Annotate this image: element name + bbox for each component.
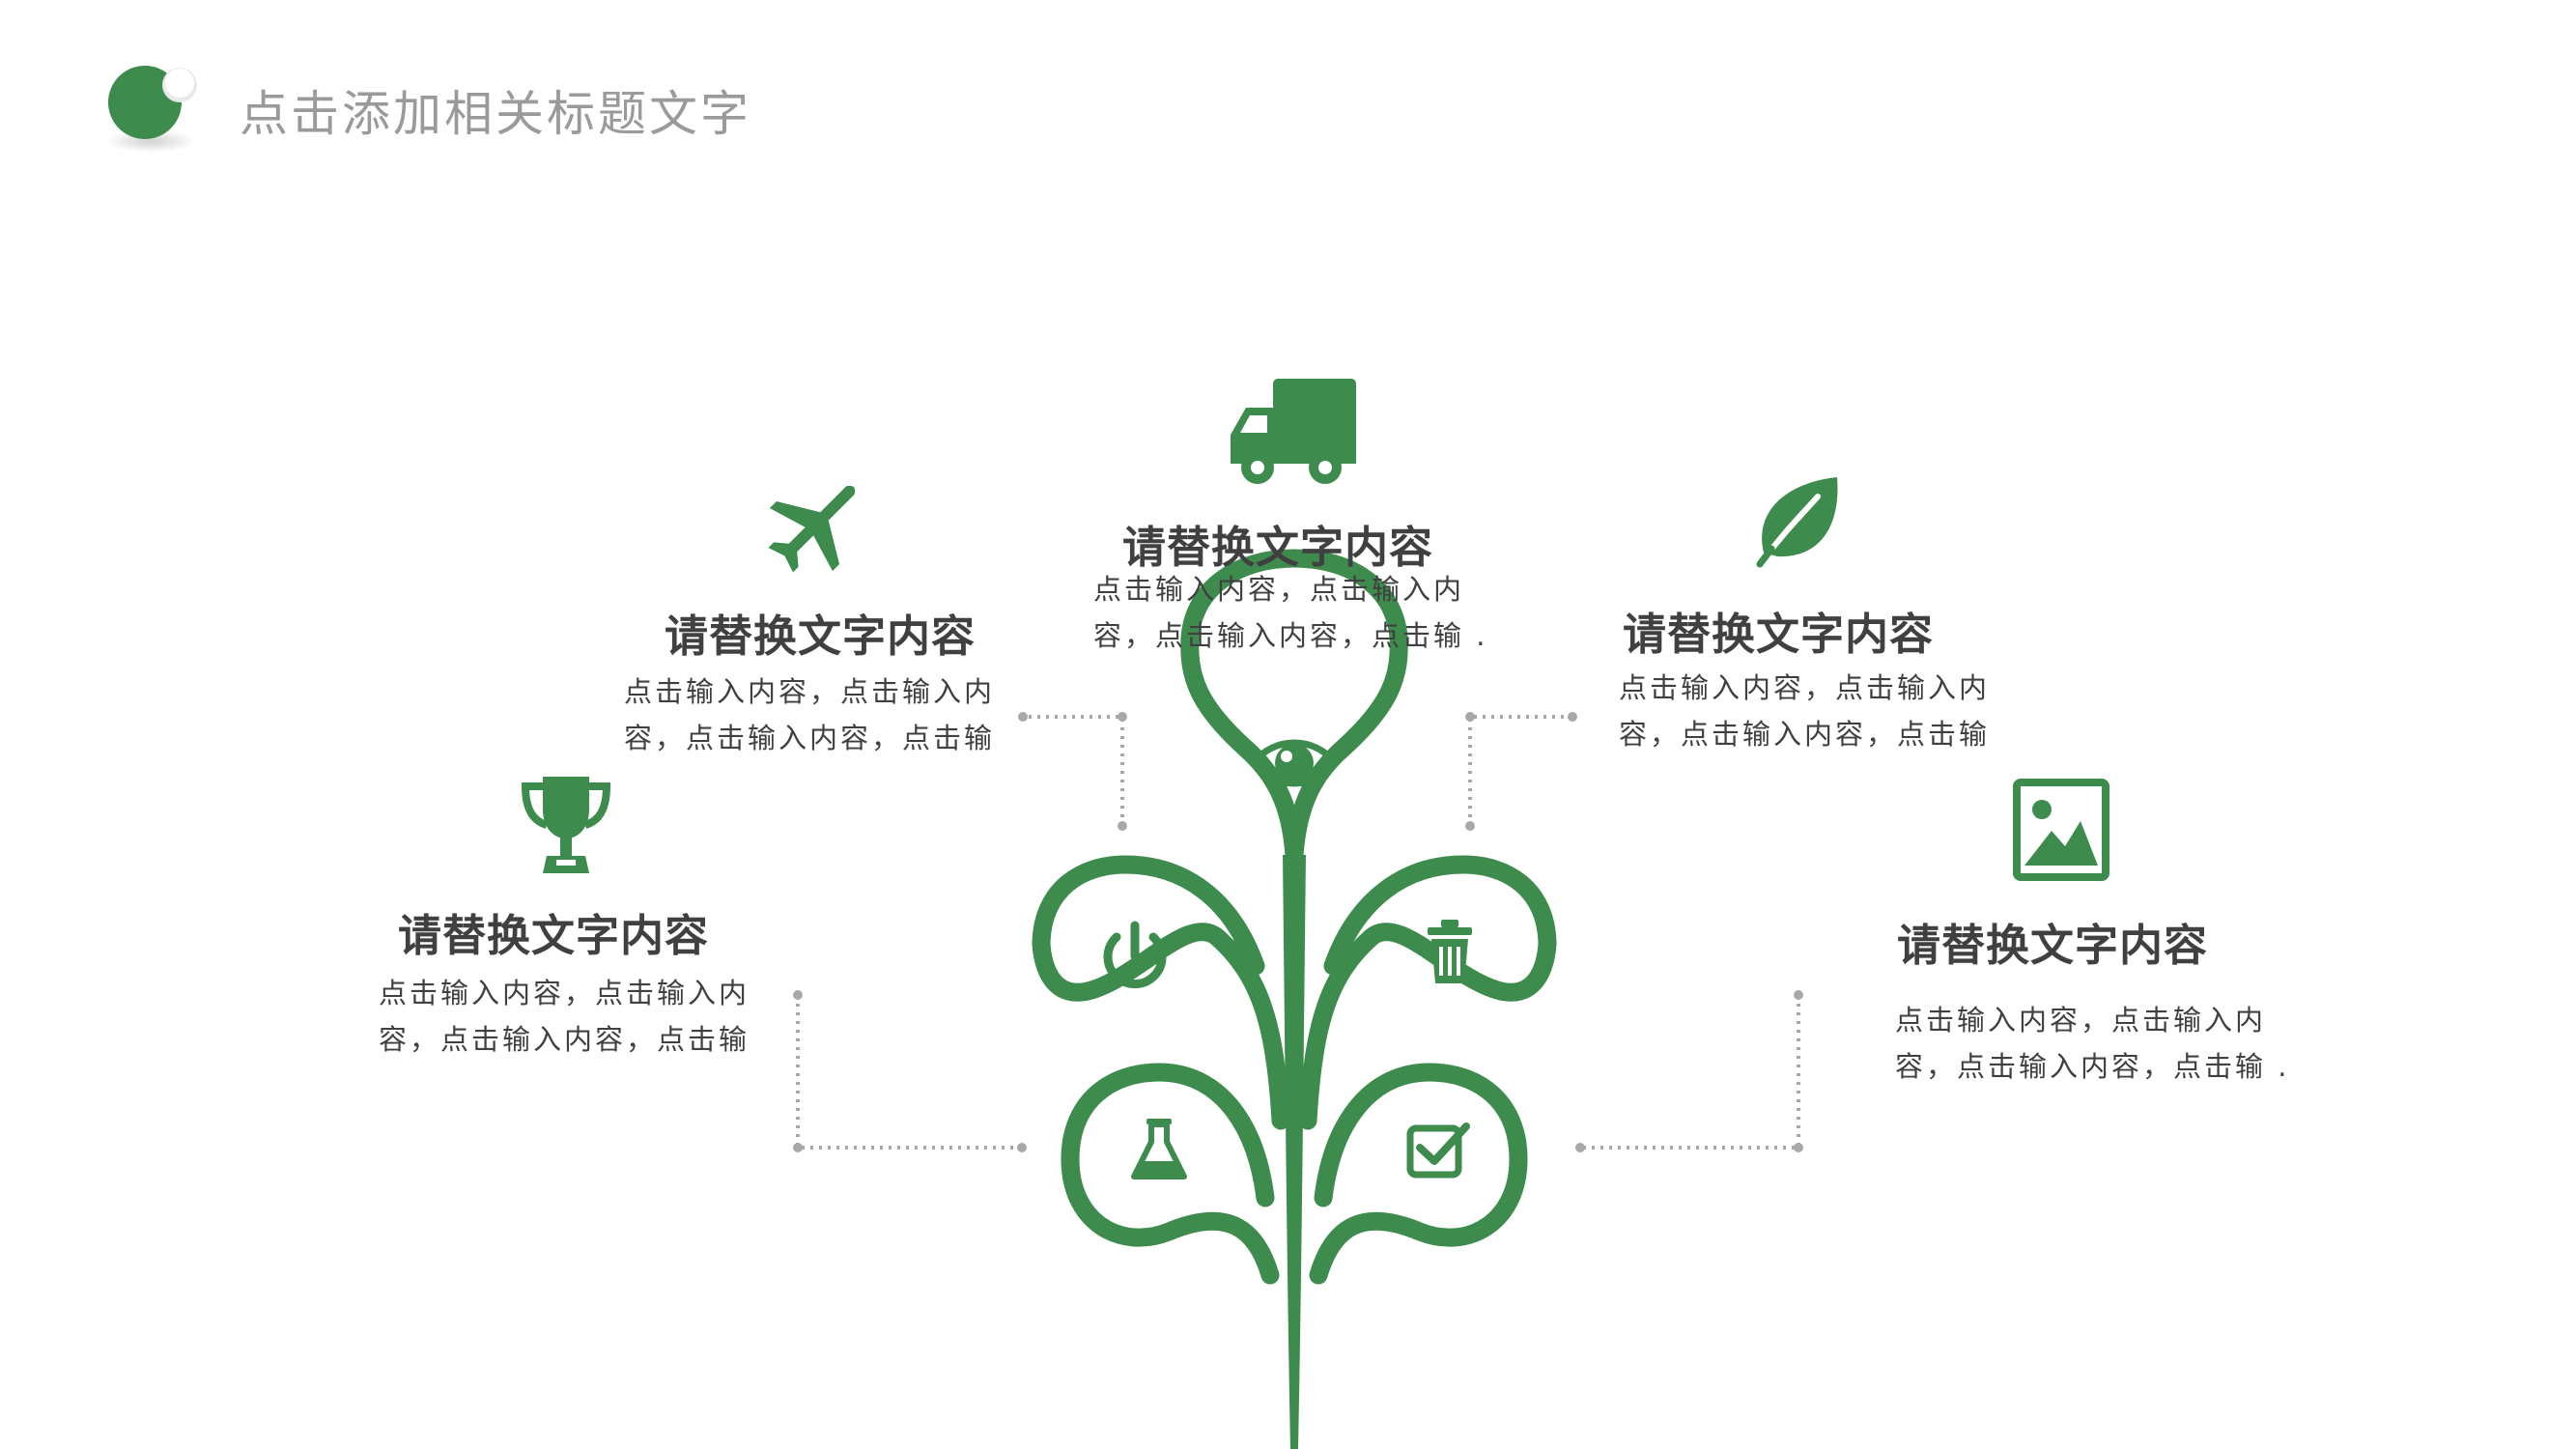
leaf-icon <box>1754 475 1843 568</box>
logo-mark <box>104 62 225 158</box>
tree-stem <box>1283 855 1306 1449</box>
item-desc-line: 容，点击输入内容，点击输 <box>624 722 996 754</box>
item-desc-line: 容，点击输入内容，点击输 . <box>1895 1050 2290 1083</box>
item-desc-line: 点击输入内容，点击输入内 <box>1093 573 1465 606</box>
item-description[interactable]: 点击输入内容，点击输入内 容，点击输入内容，点击输 <box>1619 665 1990 757</box>
item-desc-line: 容，点击输入内容，点击输 <box>1619 718 1991 751</box>
flask-icon <box>1131 1119 1187 1179</box>
connector-lines <box>796 715 1800 1150</box>
power-icon <box>1103 921 1167 988</box>
picture-icon <box>2013 779 2109 881</box>
slide-title[interactable]: 点击添加相关标题文字 <box>240 86 751 142</box>
airplane-icon <box>763 471 869 578</box>
trash-icon <box>1428 920 1472 983</box>
item-heading[interactable]: 请替换文字内容 <box>665 611 977 662</box>
item-description[interactable]: 点击输入内容，点击输入内 容，点击输入内容，点击输 . <box>1895 997 2289 1090</box>
item-desc-line: 容，点击输入内容，点击输 . <box>1093 619 1488 652</box>
item-desc-line: 容，点击输入内容，点击输 <box>379 1023 750 1056</box>
item-desc-line: 点击输入内容，点击输入内 <box>624 675 996 708</box>
tree-outline <box>1032 549 1557 1285</box>
item-heading[interactable]: 请替换文字内容 <box>1122 522 1434 573</box>
truck-icon <box>1229 379 1356 489</box>
item-description[interactable]: 点击输入内容，点击输入内 容，点击输入内容，点击输 <box>624 668 995 761</box>
trophy-icon <box>518 771 614 879</box>
item-desc-line: 点击输入内容，点击输入内 <box>1895 1004 2267 1037</box>
item-description[interactable]: 点击输入内容，点击输入内 容，点击输入内容，点击输 . <box>1093 566 1487 659</box>
item-heading[interactable]: 请替换文字内容 <box>1897 920 2209 971</box>
item-heading[interactable]: 请替换文字内容 <box>1623 609 1935 660</box>
item-heading[interactable]: 请替换文字内容 <box>398 910 710 961</box>
item-desc-line: 点击输入内容，点击输入内 <box>1619 671 1991 704</box>
connector-dots <box>793 712 1803 1152</box>
item-description[interactable]: 点击输入内容，点击输入内 容，点击输入内容，点击输 <box>379 970 750 1063</box>
item-desc-line: 点击输入内容，点击输入内 <box>379 977 750 1009</box>
eye-icon <box>1249 739 1340 787</box>
checkbox-icon <box>1406 1122 1470 1179</box>
